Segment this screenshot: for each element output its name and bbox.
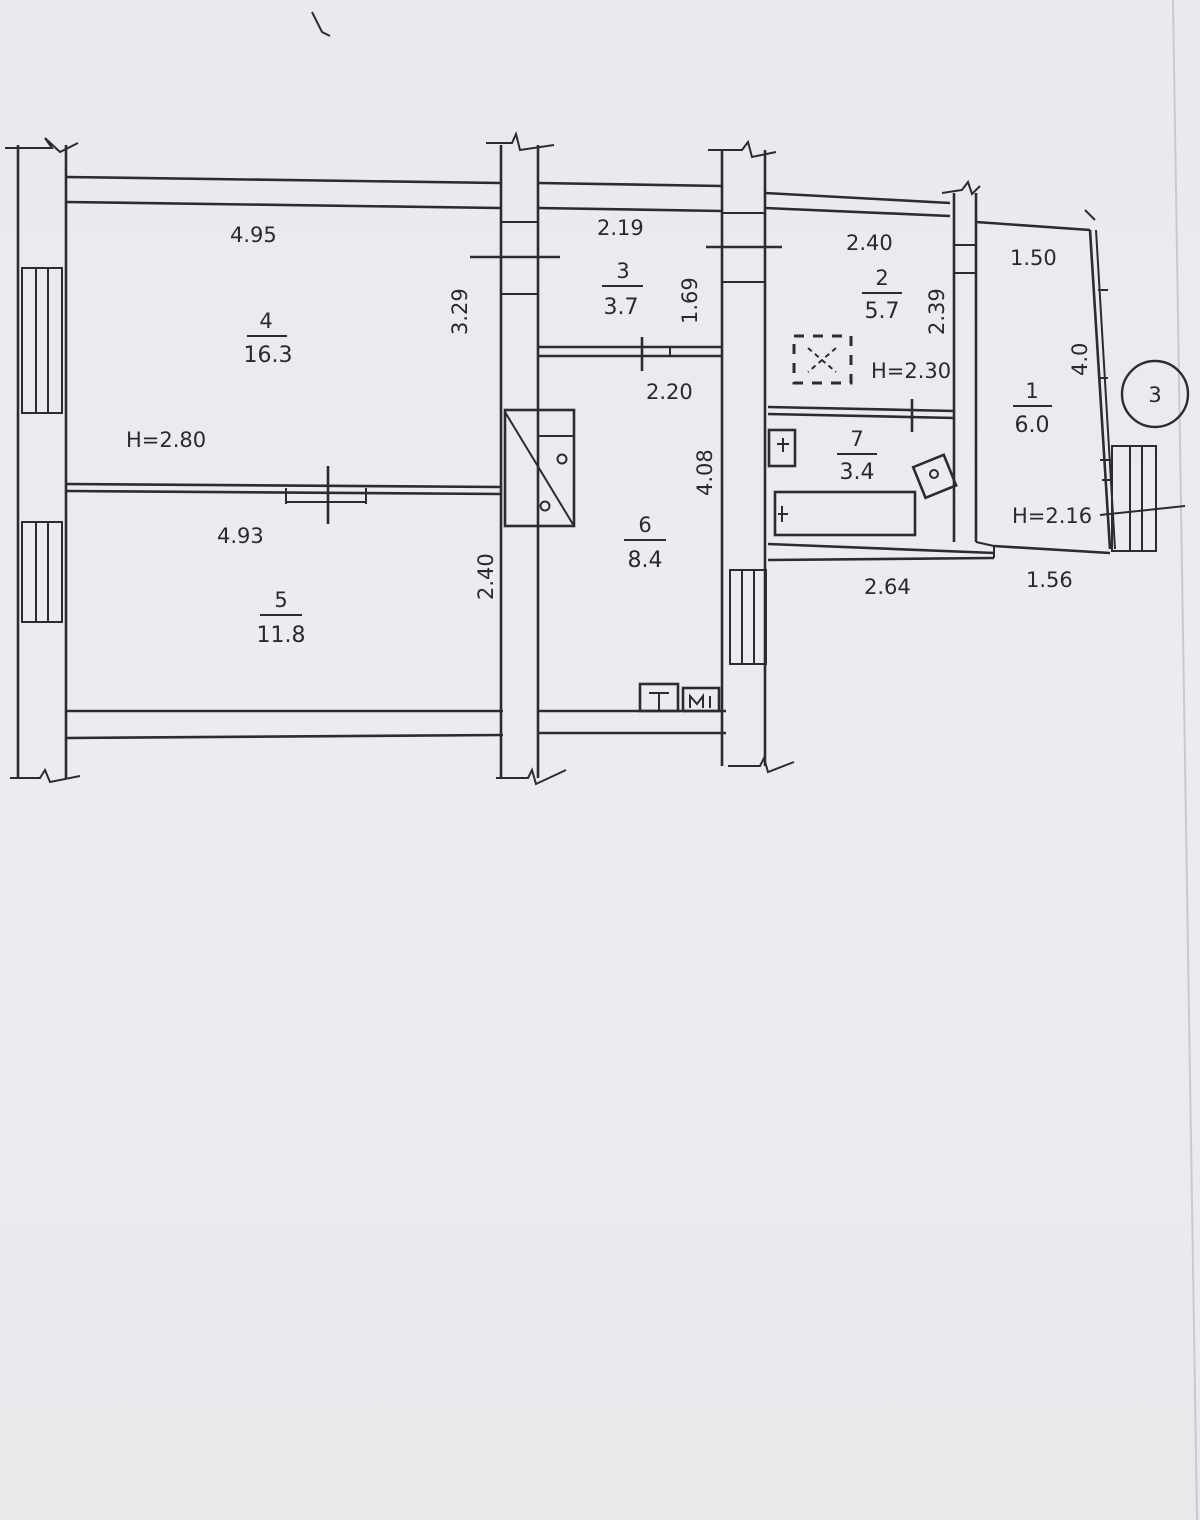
room-label-5: 5 11.8 xyxy=(257,588,306,648)
bottom-wall-center xyxy=(538,709,726,735)
window-left-top xyxy=(21,267,63,414)
room-area: 11.8 xyxy=(257,623,306,648)
sink xyxy=(911,453,958,500)
room-number: 6 xyxy=(638,513,651,537)
height-left: H=2.80 xyxy=(126,428,206,452)
dim-room3-width: 2.19 xyxy=(597,216,644,240)
dim-room1-depth: 4.0 xyxy=(1068,343,1092,376)
room-number: 4 xyxy=(259,309,272,333)
room-label-2: 2 5.7 xyxy=(862,266,902,324)
dim-room5-width: 4.93 xyxy=(217,524,264,548)
partition-4-5 xyxy=(65,466,503,524)
room-number: 7 xyxy=(850,427,863,451)
vent-shaft xyxy=(503,408,576,528)
dim-room2-depth: 2.39 xyxy=(925,288,949,335)
window-center xyxy=(729,569,767,665)
room-area: 5.7 xyxy=(865,299,900,324)
dim-room4-depth: 3.29 xyxy=(448,288,472,335)
dim-room6-depth: 4.08 xyxy=(693,449,717,496)
window-left-bottom xyxy=(21,521,63,623)
right-inner-wall xyxy=(941,179,981,542)
room-label-1: 1 6.0 xyxy=(1013,379,1052,438)
dim-room7-width: 2.64 xyxy=(864,575,911,599)
dim-room1-width-bottom: 1.56 xyxy=(1026,568,1073,592)
room-area: 3.7 xyxy=(604,295,639,320)
room-number: 3 xyxy=(616,259,629,283)
room-label-7: 7 3.4 xyxy=(837,427,877,485)
stove-symbol xyxy=(792,334,853,385)
height-center: H=2.30 xyxy=(871,359,951,383)
room-number: 1 xyxy=(1025,379,1038,403)
room-label-4: 4 16.3 xyxy=(244,309,293,368)
center-right-wall xyxy=(706,139,795,774)
room7-bottom-wall xyxy=(767,542,995,562)
dim-room1-width-top: 1.50 xyxy=(1010,246,1057,270)
room-area: 6.0 xyxy=(1015,413,1050,438)
room-area: 3.4 xyxy=(840,460,875,485)
unit-marker-number: 3 xyxy=(1148,383,1161,407)
room-number: 5 xyxy=(274,588,287,612)
water-heater-symbol xyxy=(767,428,797,468)
unit-marker: 3 xyxy=(1120,359,1190,429)
room-number: 2 xyxy=(875,266,888,290)
height-right: H=2.16 xyxy=(1012,504,1092,528)
left-outer-wall xyxy=(5,137,81,784)
paper-edge xyxy=(1172,0,1198,1520)
stove-top-symbol xyxy=(681,686,721,713)
radiator-symbol xyxy=(638,682,680,713)
room-area: 16.3 xyxy=(244,343,293,368)
stray-mark xyxy=(311,11,331,37)
partition-3-6 xyxy=(538,337,722,371)
top-wall-right xyxy=(764,191,951,218)
bathtub xyxy=(773,490,917,537)
top-wall-left xyxy=(65,175,501,210)
dim-room2-width: 2.40 xyxy=(846,231,893,255)
window-right xyxy=(1111,445,1157,552)
partition-2-7 xyxy=(767,399,956,432)
dim-room6-width: 2.20 xyxy=(646,380,693,404)
bottom-wall-left xyxy=(65,709,504,740)
center-left-wall xyxy=(470,130,576,786)
room-label-6: 6 8.4 xyxy=(624,513,666,573)
dim-room3-depth: 1.69 xyxy=(678,277,702,324)
room1-walls xyxy=(975,209,1186,558)
dim-room5-depth: 2.40 xyxy=(474,553,498,600)
room-area: 8.4 xyxy=(628,548,663,573)
dim-room4-width: 4.95 xyxy=(230,223,277,247)
room-label-3: 3 3.7 xyxy=(602,259,643,320)
top-wall-center xyxy=(537,181,723,213)
